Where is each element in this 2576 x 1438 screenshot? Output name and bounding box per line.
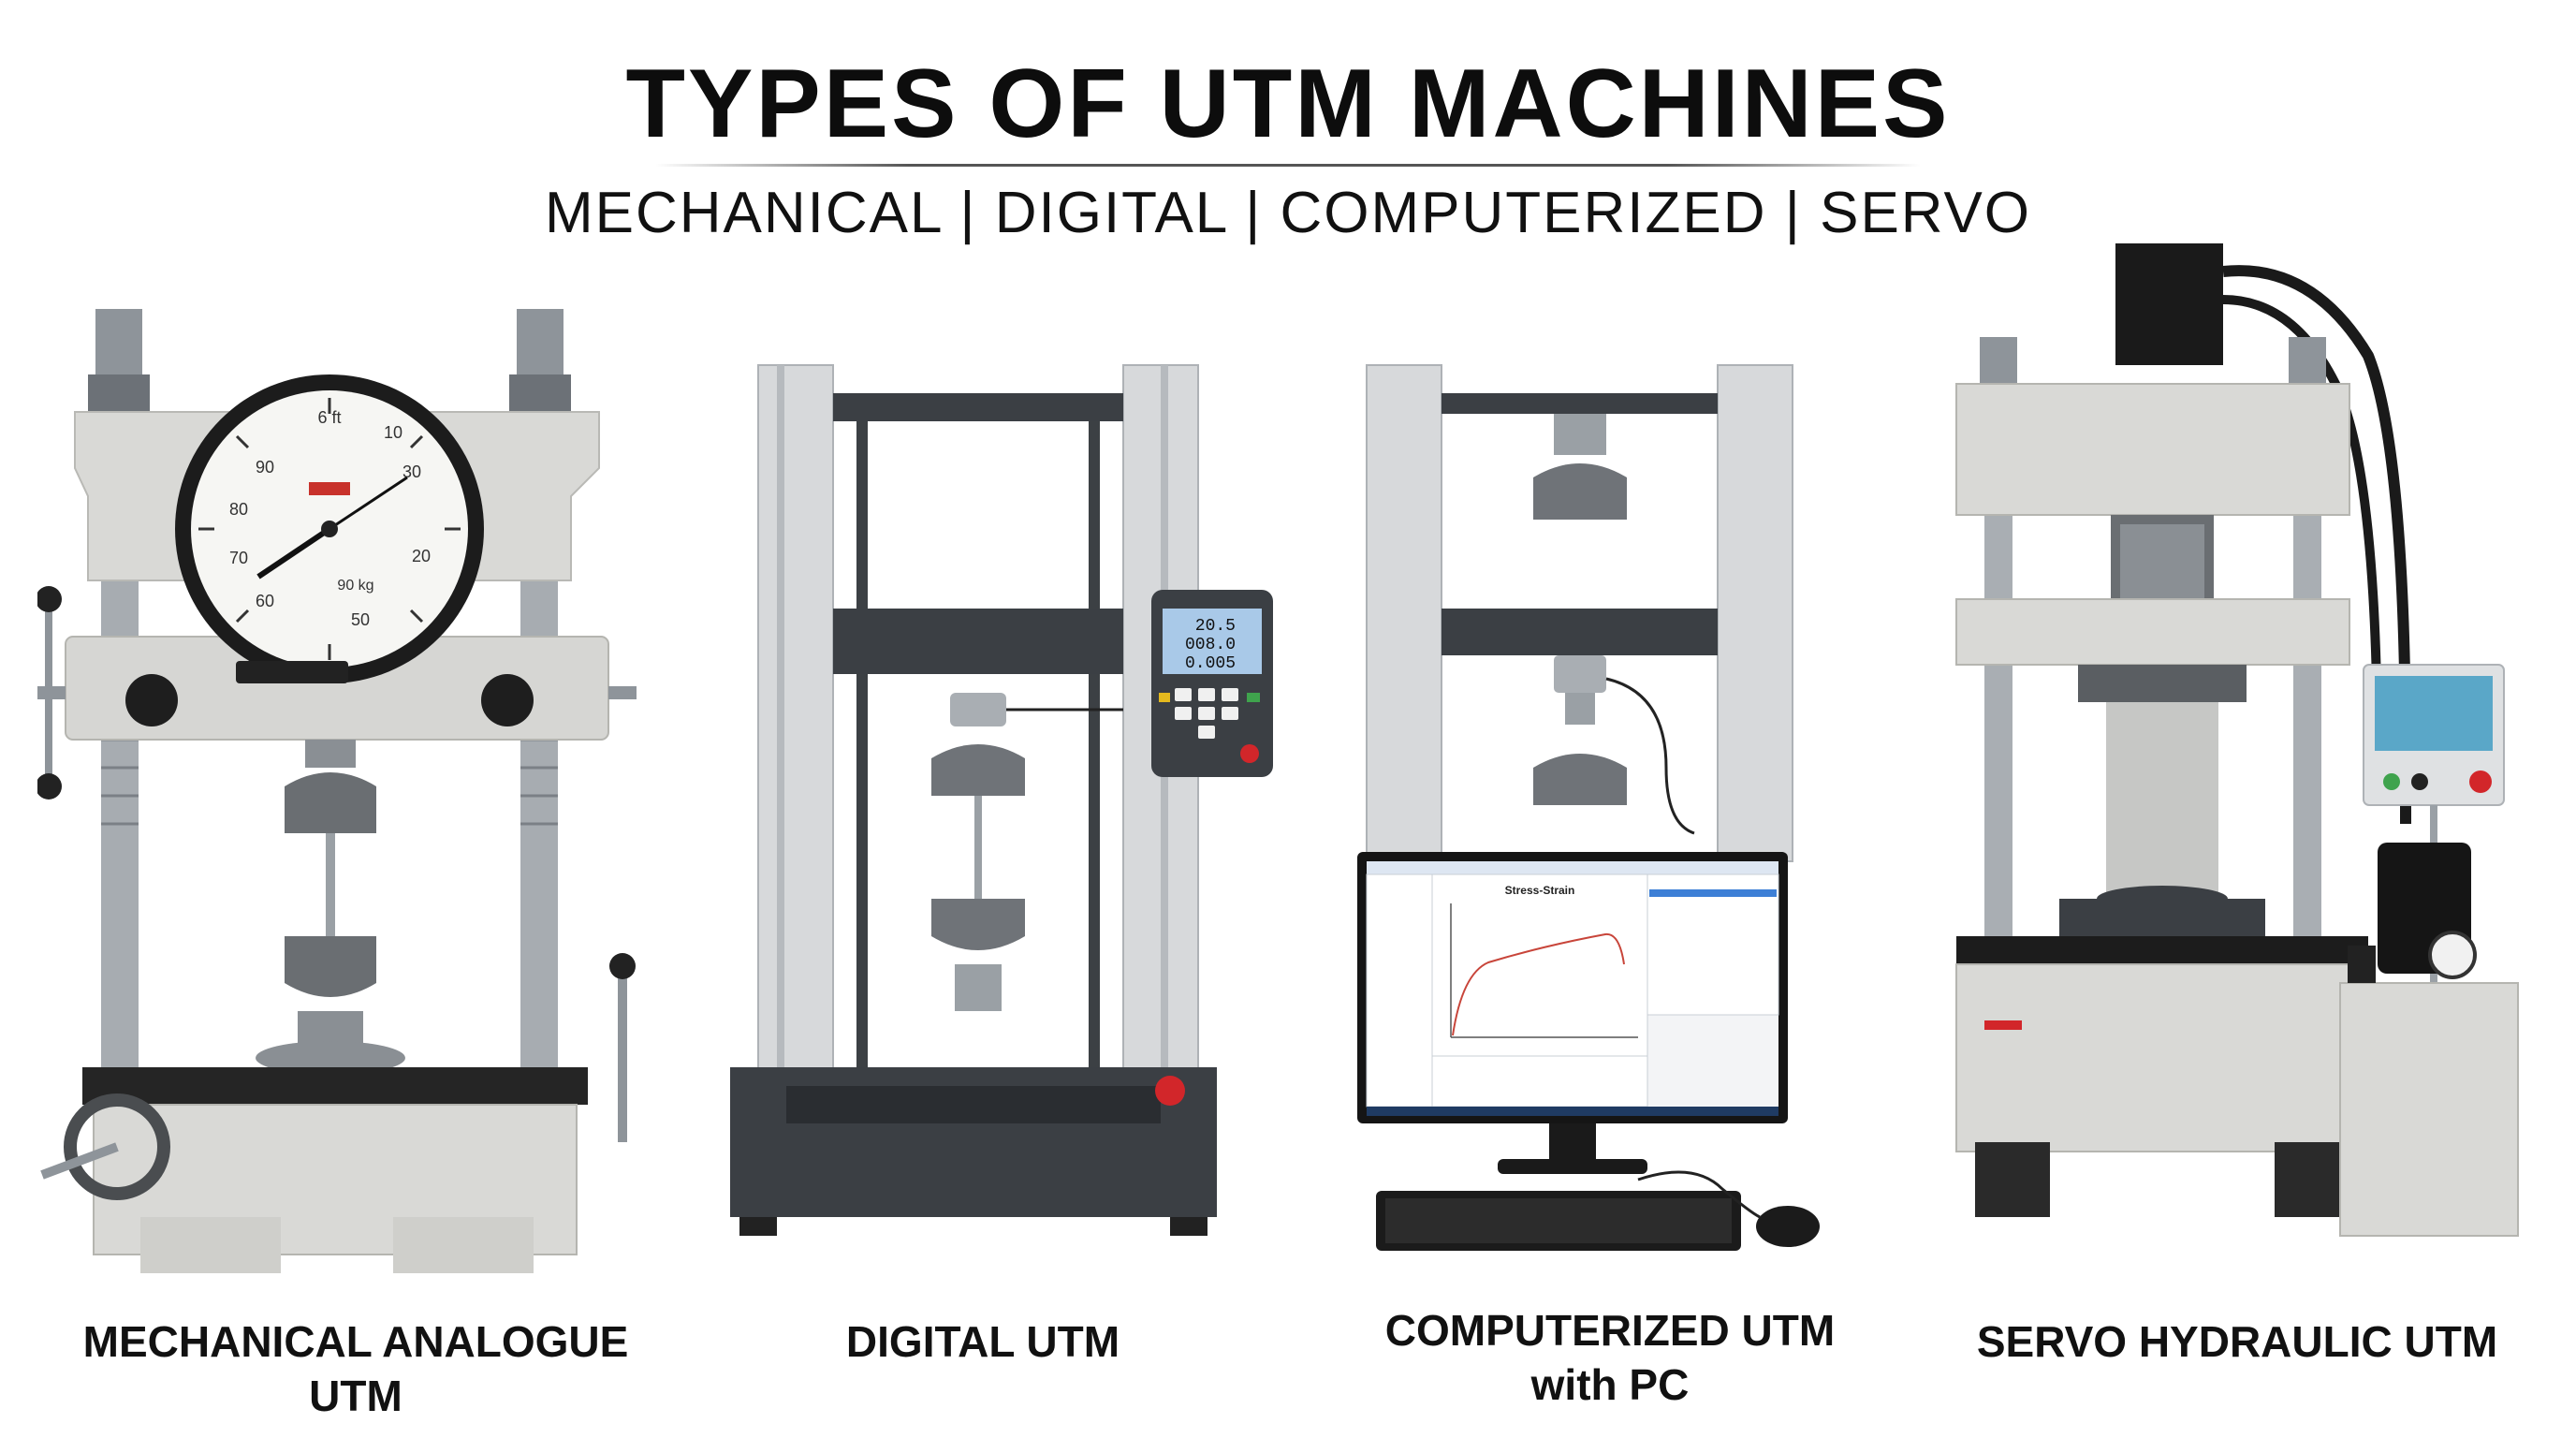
dial-tick: 10 — [384, 423, 402, 442]
computerized-utm-label-line1: COMPUTERIZED UTM — [1384, 1306, 1836, 1355]
dial-unit: 90 kg — [337, 578, 373, 594]
dial-tick: 80 — [229, 500, 248, 519]
mechanical-utm-image: 6 ft 90 80 70 60 50 30 20 10 90 kg — [37, 300, 637, 1273]
title-divider — [655, 164, 1921, 167]
servo-hydraulic-utm-image — [1919, 243, 2527, 1273]
dial-tick: 30 — [402, 462, 421, 481]
lcd-reading: 20.5 — [1195, 617, 1236, 636]
computerized-utm-label: COMPUTERIZED UTM with PC — [1339, 1303, 1881, 1412]
mechanical-utm-label: MECHANICAL ANALOGUE UTM — [82, 1317, 629, 1420]
computerized-utm-image: Stress-Strain — [1357, 356, 1863, 1273]
dial-tick: 90 — [256, 458, 274, 477]
page-title: TYPES OF UTM MACHINES — [625, 50, 1951, 158]
dial-tick: 50 — [351, 610, 370, 629]
digital-utm-image: 20.5 008.0 0.005 — [730, 356, 1292, 1273]
page-subtitle: MECHANICAL | DIGITAL | COMPUTERIZED | SE… — [544, 181, 2032, 245]
servo-hydraulic-utm-label: SERVO HYDRAULIC UTM — [1976, 1317, 2498, 1366]
software-chart-title: Stress-Strain — [1505, 884, 1575, 897]
dial-tick: 70 — [229, 549, 248, 567]
lcd-reading: 008.0 — [1185, 636, 1236, 654]
dial-tick: 60 — [256, 592, 274, 610]
lcd-reading: 0.005 — [1185, 654, 1236, 673]
digital-utm-label: DIGITAL UTM — [845, 1317, 1120, 1366]
computerized-utm-label-line2: with PC — [1530, 1360, 1690, 1409]
dial-tick: 20 — [412, 547, 431, 565]
dial-top-text: 6 ft — [317, 408, 341, 427]
